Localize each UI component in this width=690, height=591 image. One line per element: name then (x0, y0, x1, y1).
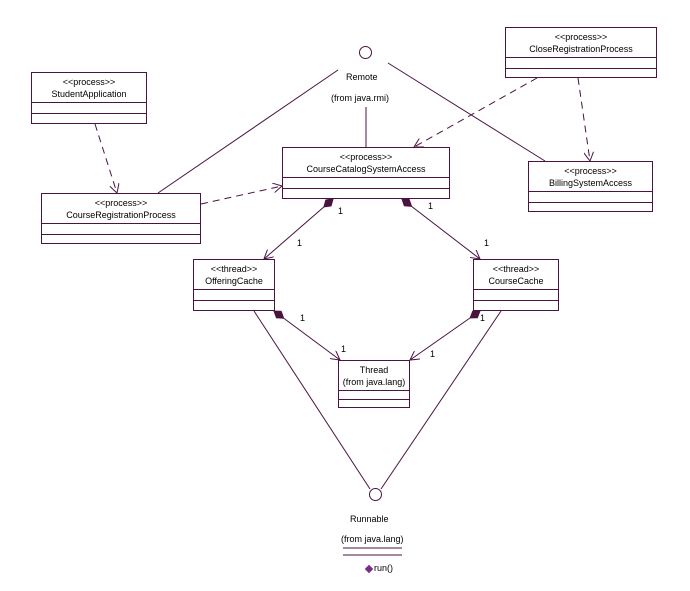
billing-system-access-class[interactable]: <<process>> BillingSystemAccess (528, 161, 653, 212)
multiplicity-label: 1 (297, 238, 303, 248)
dependency-close-catalog (414, 77, 538, 147)
class-header: <<thread>> OfferingCache (194, 260, 274, 290)
realization-offering-runnable (253, 310, 371, 490)
class-header: <<process>> BillingSystemAccess (529, 162, 652, 192)
operations-compartment (506, 69, 656, 79)
stereotype-label: <<process>> (339, 152, 393, 162)
runnable-interface-name: Runnable (350, 514, 389, 524)
operations-compartment (42, 235, 200, 245)
operations-compartment (529, 203, 652, 213)
stereotype-label: <<process>> (94, 198, 148, 208)
multiplicity-label: 1 (484, 238, 490, 248)
close-registration-process-class[interactable]: <<process>> CloseRegistrationProcess (505, 27, 657, 78)
class-header: Thread (from java.lang) (339, 361, 409, 391)
thread-class[interactable]: Thread (from java.lang) (338, 360, 410, 408)
attributes-compartment (42, 224, 200, 235)
operations-compartment (283, 189, 449, 199)
class-header: <<process>> StudentApplication (32, 73, 146, 103)
realization-registration-remote (157, 69, 339, 194)
class-header: <<process>> CourseRegistrationProcess (42, 194, 200, 224)
offering-cache-class[interactable]: <<thread>> OfferingCache (193, 259, 275, 311)
runnable-interface-package: (from java.lang) (341, 534, 404, 544)
runnable-operation-label: run() (374, 563, 394, 573)
realization-course-runnable (380, 310, 502, 490)
class-name-label: Thread (359, 365, 389, 375)
multiplicity-label: 1 (430, 349, 436, 359)
class-name-label: CourseCatalogSystemAccess (306, 164, 426, 174)
composition-course-thread (410, 311, 480, 360)
course-registration-process-class[interactable]: <<process>> CourseRegistrationProcess (41, 193, 201, 244)
attributes-compartment (529, 192, 652, 203)
runnable-interface-icon[interactable] (369, 488, 382, 501)
class-header: <<thread>> CourseCache (474, 260, 558, 290)
stereotype-label: <<process>> (554, 32, 608, 42)
dependency-registration-catalog (200, 186, 282, 205)
operations-compartment (194, 301, 274, 311)
class-name-label: StudentApplication (51, 89, 127, 99)
class-name-label: OfferingCache (205, 276, 263, 286)
realization-billing-remote (387, 62, 546, 162)
stereotype-label: <<process>> (564, 166, 617, 176)
multiplicity-label: 1 (480, 313, 486, 323)
attributes-compartment (32, 103, 146, 114)
composition-catalog-course (402, 199, 480, 259)
stereotype-label: <<process>> (62, 77, 116, 87)
runnable-operation: run() (364, 563, 394, 573)
multiplicity-label: 1 (341, 344, 347, 354)
class-name-label: BillingSystemAccess (548, 178, 633, 188)
composition-catalog-offering (264, 199, 333, 259)
student-application-class[interactable]: <<process>> StudentApplication (31, 72, 147, 124)
course-cache-class[interactable]: <<thread>> CourseCache (473, 259, 559, 311)
multiplicity-label: 1 (300, 313, 306, 323)
course-catalog-system-access-class[interactable]: <<process>> CourseCatalogSystemAccess (282, 147, 450, 199)
stereotype-label: <<thread>> (492, 264, 540, 274)
class-name-label: CourseCache (488, 276, 544, 286)
attributes-compartment (474, 290, 558, 301)
dependency-close-billing (577, 77, 590, 161)
class-header: <<process>> CloseRegistrationProcess (506, 28, 656, 58)
attributes-compartment (194, 290, 274, 301)
attributes-compartment (339, 391, 409, 400)
multiplicity-label: 1 (428, 201, 434, 211)
class-name-label: CloseRegistrationProcess (529, 44, 633, 54)
remote-interface-name: Remote (346, 72, 378, 82)
operations-compartment (32, 114, 146, 124)
remote-interface-icon[interactable] (359, 46, 372, 59)
multiplicity-label: 1 (338, 206, 344, 216)
remote-interface-package: (from java.rmi) (331, 93, 389, 103)
stereotype-label: <<thread>> (210, 264, 258, 274)
class-name-label: CourseRegistrationProcess (66, 210, 176, 220)
attributes-compartment (283, 178, 449, 189)
attributes-compartment (506, 58, 656, 69)
package-label: (from java.lang) (342, 377, 406, 387)
operations-compartment (339, 400, 409, 408)
operations-compartment (474, 301, 558, 311)
composition-offering-thread (274, 311, 340, 360)
class-header: <<process>> CourseCatalogSystemAccess (283, 148, 449, 178)
dependency-student-registration (94, 123, 117, 193)
public-operation-icon (364, 564, 374, 573)
